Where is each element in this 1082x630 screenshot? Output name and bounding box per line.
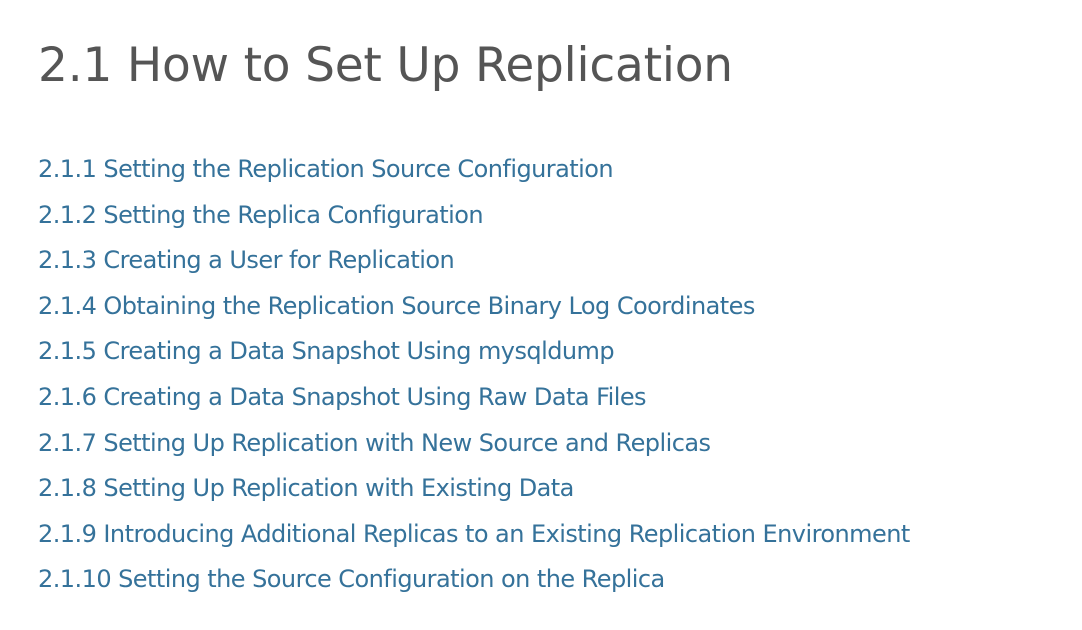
toc-item: 2.1.1 Setting the Replication Source Con… — [38, 152, 1072, 198]
toc-item: 2.1.7 Setting Up Replication with New So… — [38, 426, 1072, 472]
toc-item: 2.1.6 Creating a Data Snapshot Using Raw… — [38, 380, 1072, 426]
toc-item: 2.1.3 Creating a User for Replication — [38, 243, 1072, 289]
toc-link-2-1-4[interactable]: 2.1.4 Obtaining the Replication Source B… — [38, 291, 755, 320]
toc-item: 2.1.10 Setting the Source Configuration … — [38, 562, 1072, 608]
page-content: 2.1 How to Set Up Replication 2.1.1 Sett… — [38, 34, 1072, 608]
toc-link-2-1-8[interactable]: 2.1.8 Setting Up Replication with Existi… — [38, 474, 574, 503]
toc-link-2-1-9[interactable]: 2.1.9 Introducing Additional Replicas to… — [38, 519, 910, 548]
toc-link-2-1-10[interactable]: 2.1.10 Setting the Source Configuration … — [38, 565, 665, 594]
toc-link-2-1-2[interactable]: 2.1.2 Setting the Replica Configuration — [38, 200, 484, 229]
toc-item: 2.1.2 Setting the Replica Configuration — [38, 198, 1072, 244]
page-title: 2.1 How to Set Up Replication — [38, 38, 733, 93]
toc-item: 2.1.8 Setting Up Replication with Existi… — [38, 471, 1072, 517]
toc-link-2-1-5[interactable]: 2.1.5 Creating a Data Snapshot Using mys… — [38, 337, 615, 366]
toc-link-2-1-1[interactable]: 2.1.1 Setting the Replication Source Con… — [38, 155, 614, 183]
toc-item: 2.1.4 Obtaining the Replication Source B… — [38, 289, 1072, 335]
toc-list: 2.1.1 Setting the Replication Source Con… — [38, 152, 1072, 608]
toc-link-2-1-6[interactable]: 2.1.6 Creating a Data Snapshot Using Raw… — [38, 382, 647, 411]
toc-item: 2.1.9 Introducing Additional Replicas to… — [38, 517, 1072, 563]
toc-link-2-1-3[interactable]: 2.1.3 Creating a User for Replication — [38, 246, 455, 275]
toc-item: 2.1.5 Creating a Data Snapshot Using mys… — [38, 334, 1072, 380]
toc-link-2-1-7[interactable]: 2.1.7 Setting Up Replication with New So… — [38, 428, 711, 457]
